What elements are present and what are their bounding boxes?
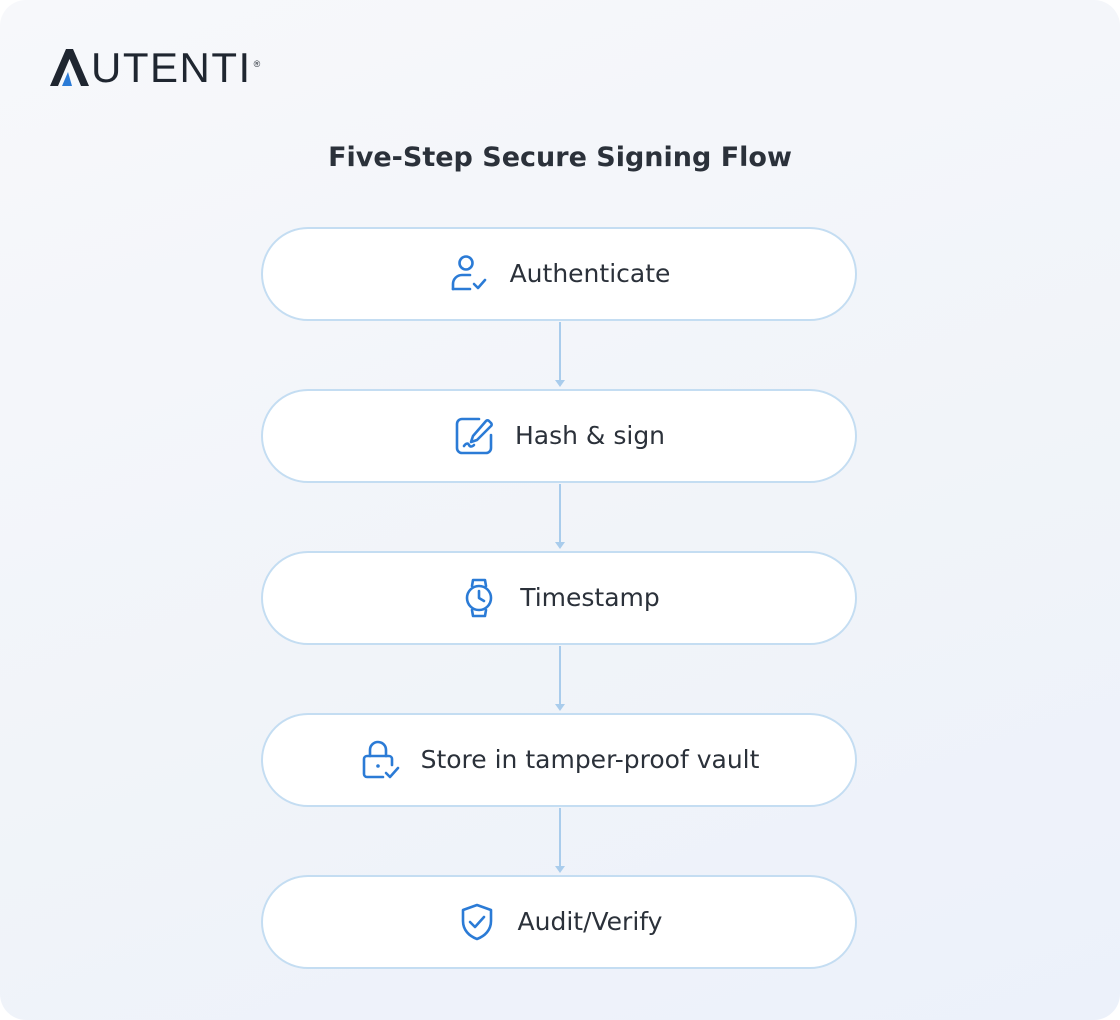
step-hash-sign: Hash & sign — [261, 389, 857, 483]
step-label-timestamp: Timestamp — [520, 583, 660, 612]
connector-4-5 — [559, 808, 561, 866]
autenti-logo: UTENTI ® — [50, 46, 260, 90]
diagram-title: Five-Step Secure Signing Flow — [328, 142, 792, 173]
connector-3-4 — [559, 646, 561, 704]
step-label-store-vault: Store in tamper-proof vault — [420, 745, 760, 774]
step-label-hash-sign: Hash & sign — [514, 421, 666, 450]
step-timestamp: Timestamp — [261, 551, 857, 645]
step-store-vault: Store in tamper-proof vault — [261, 713, 857, 807]
arrowhead-3-4 — [555, 704, 565, 711]
lock-check-icon — [359, 739, 401, 781]
user-check-icon — [448, 253, 490, 295]
watch-clock-icon — [458, 577, 500, 619]
step-authenticate: Authenticate — [261, 227, 857, 321]
arrowhead-4-5 — [555, 866, 565, 873]
document-pen-icon — [453, 415, 495, 457]
logo-wordmark: UTENTI — [91, 44, 252, 91]
connector-2-3 — [559, 484, 561, 542]
arrowhead-2-3 — [555, 542, 565, 549]
step-label-authenticate: Authenticate — [509, 259, 671, 288]
logo-a-mark-icon — [50, 49, 89, 86]
shield-check-icon — [456, 901, 498, 943]
step-audit-verify: Audit/Verify — [261, 875, 857, 969]
registered-mark: ® — [253, 59, 261, 69]
arrowhead-1-2 — [555, 380, 565, 387]
step-label-audit-verify: Audit/Verify — [517, 907, 663, 936]
connector-1-2 — [559, 322, 561, 380]
